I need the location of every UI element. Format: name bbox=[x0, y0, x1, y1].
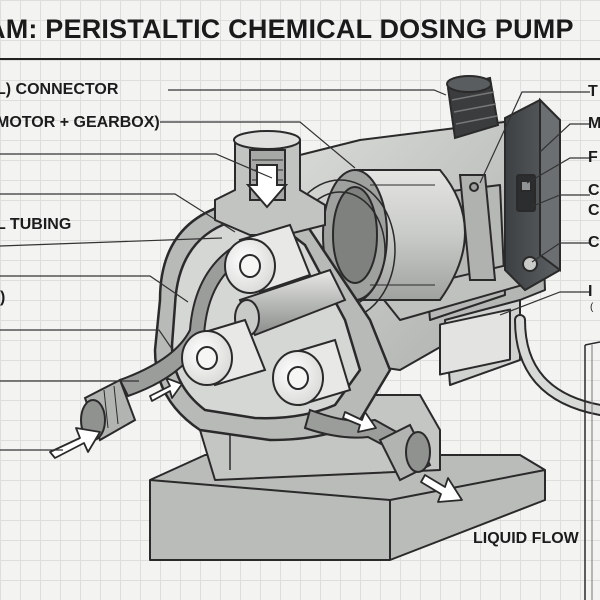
label-right-2: M bbox=[588, 115, 600, 132]
label-tubing: L TUBING bbox=[0, 216, 72, 233]
inset-panel bbox=[584, 341, 600, 600]
label-right-3: F bbox=[588, 149, 598, 166]
label-right-4a: C bbox=[588, 182, 600, 199]
roller-right bbox=[272, 338, 352, 407]
label-right-6: I bbox=[588, 283, 593, 300]
outlet-fitting bbox=[378, 423, 432, 482]
label-right-1: T bbox=[588, 83, 598, 100]
roller-left bbox=[181, 318, 267, 387]
roller-top bbox=[224, 223, 312, 294]
label-right-6-small: ( bbox=[590, 302, 594, 313]
cable-gland bbox=[446, 75, 500, 140]
diagram-title: AM: PERISTALTIC CHEMICAL DOSING PUMP bbox=[0, 14, 574, 44]
leader-lines bbox=[0, 89, 590, 451]
inlet-port bbox=[214, 130, 326, 236]
label-left-partial: ) bbox=[0, 289, 6, 306]
label-liquid-flow: LIQUID FLOW bbox=[473, 530, 579, 547]
label-right-4b: C bbox=[588, 202, 600, 219]
label-motor-gearbox: MOTOR + GEARBOX) bbox=[0, 114, 160, 131]
label-right-5: C bbox=[588, 234, 600, 251]
label-connector: L) CONNECTOR bbox=[0, 81, 119, 98]
motor-cylinder bbox=[322, 169, 497, 301]
title-underline bbox=[0, 58, 600, 60]
